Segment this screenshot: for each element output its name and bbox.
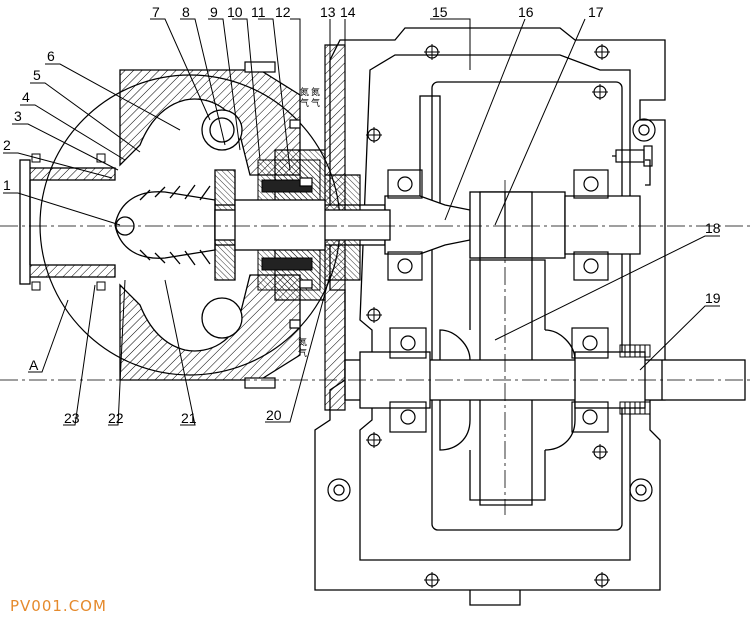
part-labels: 1 2 3 4 5 6 7 8 9 10 11 12 13 14 15 16 1… xyxy=(3,4,721,426)
inlet-pipe xyxy=(19,159,116,285)
label-18: 18 xyxy=(705,220,721,236)
label-9: 9 xyxy=(210,4,218,20)
leader-lines xyxy=(3,18,720,426)
gas-text-a: 气 xyxy=(300,97,309,109)
label-6: 6 xyxy=(47,48,55,64)
casing-bolts xyxy=(244,61,313,389)
label-17: 17 xyxy=(588,4,604,20)
label-a: A xyxy=(29,357,39,373)
label-11: 11 xyxy=(251,4,266,20)
volute-channel xyxy=(201,109,243,339)
nitrogen-text-b: 氮 xyxy=(311,86,320,98)
label-14: 14 xyxy=(340,4,356,20)
label-16: 16 xyxy=(518,4,534,20)
label-22: 22 xyxy=(108,410,124,426)
vent-plug xyxy=(612,145,653,167)
label-3: 3 xyxy=(14,108,22,124)
nitrogen-text-a: 氮 xyxy=(300,86,309,98)
label-12: 12 xyxy=(275,4,291,20)
label-21: 21 xyxy=(181,410,197,426)
label-19: 19 xyxy=(705,290,721,306)
gas-annotations: 氮 气 氮 气 氮 气 xyxy=(298,86,320,359)
label-13: 13 xyxy=(320,4,336,20)
low-speed-bearings xyxy=(389,327,609,433)
label-20: 20 xyxy=(266,407,282,423)
output-seal xyxy=(619,344,651,415)
label-15: 15 xyxy=(432,4,448,20)
label-8: 8 xyxy=(182,4,190,20)
label-1: 1 xyxy=(3,177,11,193)
label-10: 10 xyxy=(227,4,243,20)
nitrogen-text-c: 氮 xyxy=(298,336,307,348)
high-speed-bearings xyxy=(387,169,609,281)
label-23: 23 xyxy=(64,410,80,426)
label-5: 5 xyxy=(33,67,41,83)
label-7: 7 xyxy=(152,4,160,20)
bolt-crosshairs xyxy=(366,44,610,588)
watermark: PV001.COM xyxy=(10,597,107,615)
label-2: 2 xyxy=(3,137,11,153)
gas-text-c: 气 xyxy=(298,347,307,359)
volute-casing xyxy=(119,69,301,176)
pump-shaft xyxy=(214,199,391,251)
label-4: 4 xyxy=(22,89,30,105)
gas-text-b: 气 xyxy=(311,97,320,109)
